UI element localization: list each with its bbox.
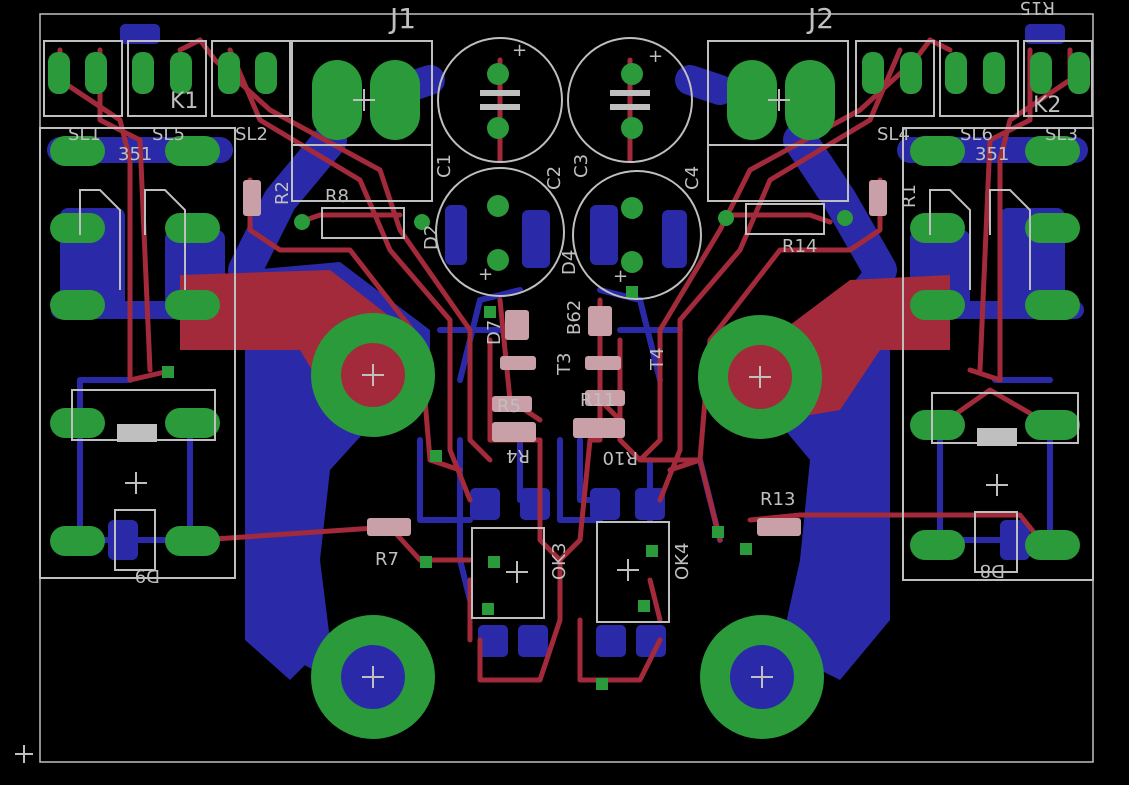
label-r11: R11 <box>580 390 615 411</box>
label-t3: T3 <box>554 353 575 376</box>
label-k1: K1 <box>170 89 198 114</box>
label-r7: R7 <box>375 549 399 570</box>
label-b62: B62 <box>564 300 585 335</box>
svg-text:+: + <box>648 46 663 67</box>
bottom-copper-layer <box>47 24 1088 700</box>
label-t4: T4 <box>647 348 668 371</box>
label-sl2: SL2 <box>235 124 268 145</box>
smd-parts-layer <box>243 180 887 536</box>
polarity-marks: + + + + <box>478 40 663 287</box>
label-r14: R14 <box>782 236 817 257</box>
label-relay-num-left: 351 <box>118 144 152 165</box>
label-r8: R8 <box>325 186 349 207</box>
label-j1: J1 <box>388 2 416 35</box>
label-r2: R2 <box>272 181 293 205</box>
label-c2: C2 <box>544 166 565 190</box>
label-d8: D8 <box>980 560 1005 581</box>
label-d2: D2 <box>421 225 442 250</box>
label-sl4: SL4 <box>877 124 910 145</box>
label-relay-num-right: 351 <box>975 144 1009 165</box>
label-sl6: SL6 <box>960 124 993 145</box>
component-labels: J1 J2 C1 C2 C3 C4 R2 R1 R8 R14 R7 R13 R5… <box>68 0 1078 586</box>
label-r4: R4 <box>506 445 530 466</box>
top-copper-layer <box>57 37 1073 683</box>
label-sl5: SL5 <box>152 124 185 145</box>
label-r15: R15 <box>1020 0 1055 18</box>
board-outline <box>39 13 1094 763</box>
label-sl1: SL1 <box>68 124 101 145</box>
label-d9: D9 <box>135 565 160 586</box>
label-r10: R10 <box>603 447 638 468</box>
silkscreen-layer <box>15 37 1094 763</box>
label-k2: K2 <box>1033 93 1061 118</box>
label-c1: C1 <box>434 154 455 178</box>
label-r13: R13 <box>760 489 795 510</box>
label-ok3: OK3 <box>549 543 570 580</box>
svg-text:+: + <box>613 266 628 287</box>
svg-text:+: + <box>512 40 527 61</box>
label-d4: D4 <box>559 250 580 275</box>
label-sl3: SL3 <box>1045 124 1078 145</box>
label-c4: C4 <box>682 166 703 190</box>
pads-layer <box>48 52 1090 739</box>
label-j2: J2 <box>806 2 834 35</box>
label-d7: D7 <box>484 320 505 345</box>
svg-text:+: + <box>478 264 493 285</box>
label-ok4: OK4 <box>672 543 693 580</box>
label-r5: R5 <box>497 396 521 417</box>
silkscreen-fill <box>117 90 1017 446</box>
label-r1: R1 <box>899 184 920 208</box>
label-c3: C3 <box>571 154 592 178</box>
